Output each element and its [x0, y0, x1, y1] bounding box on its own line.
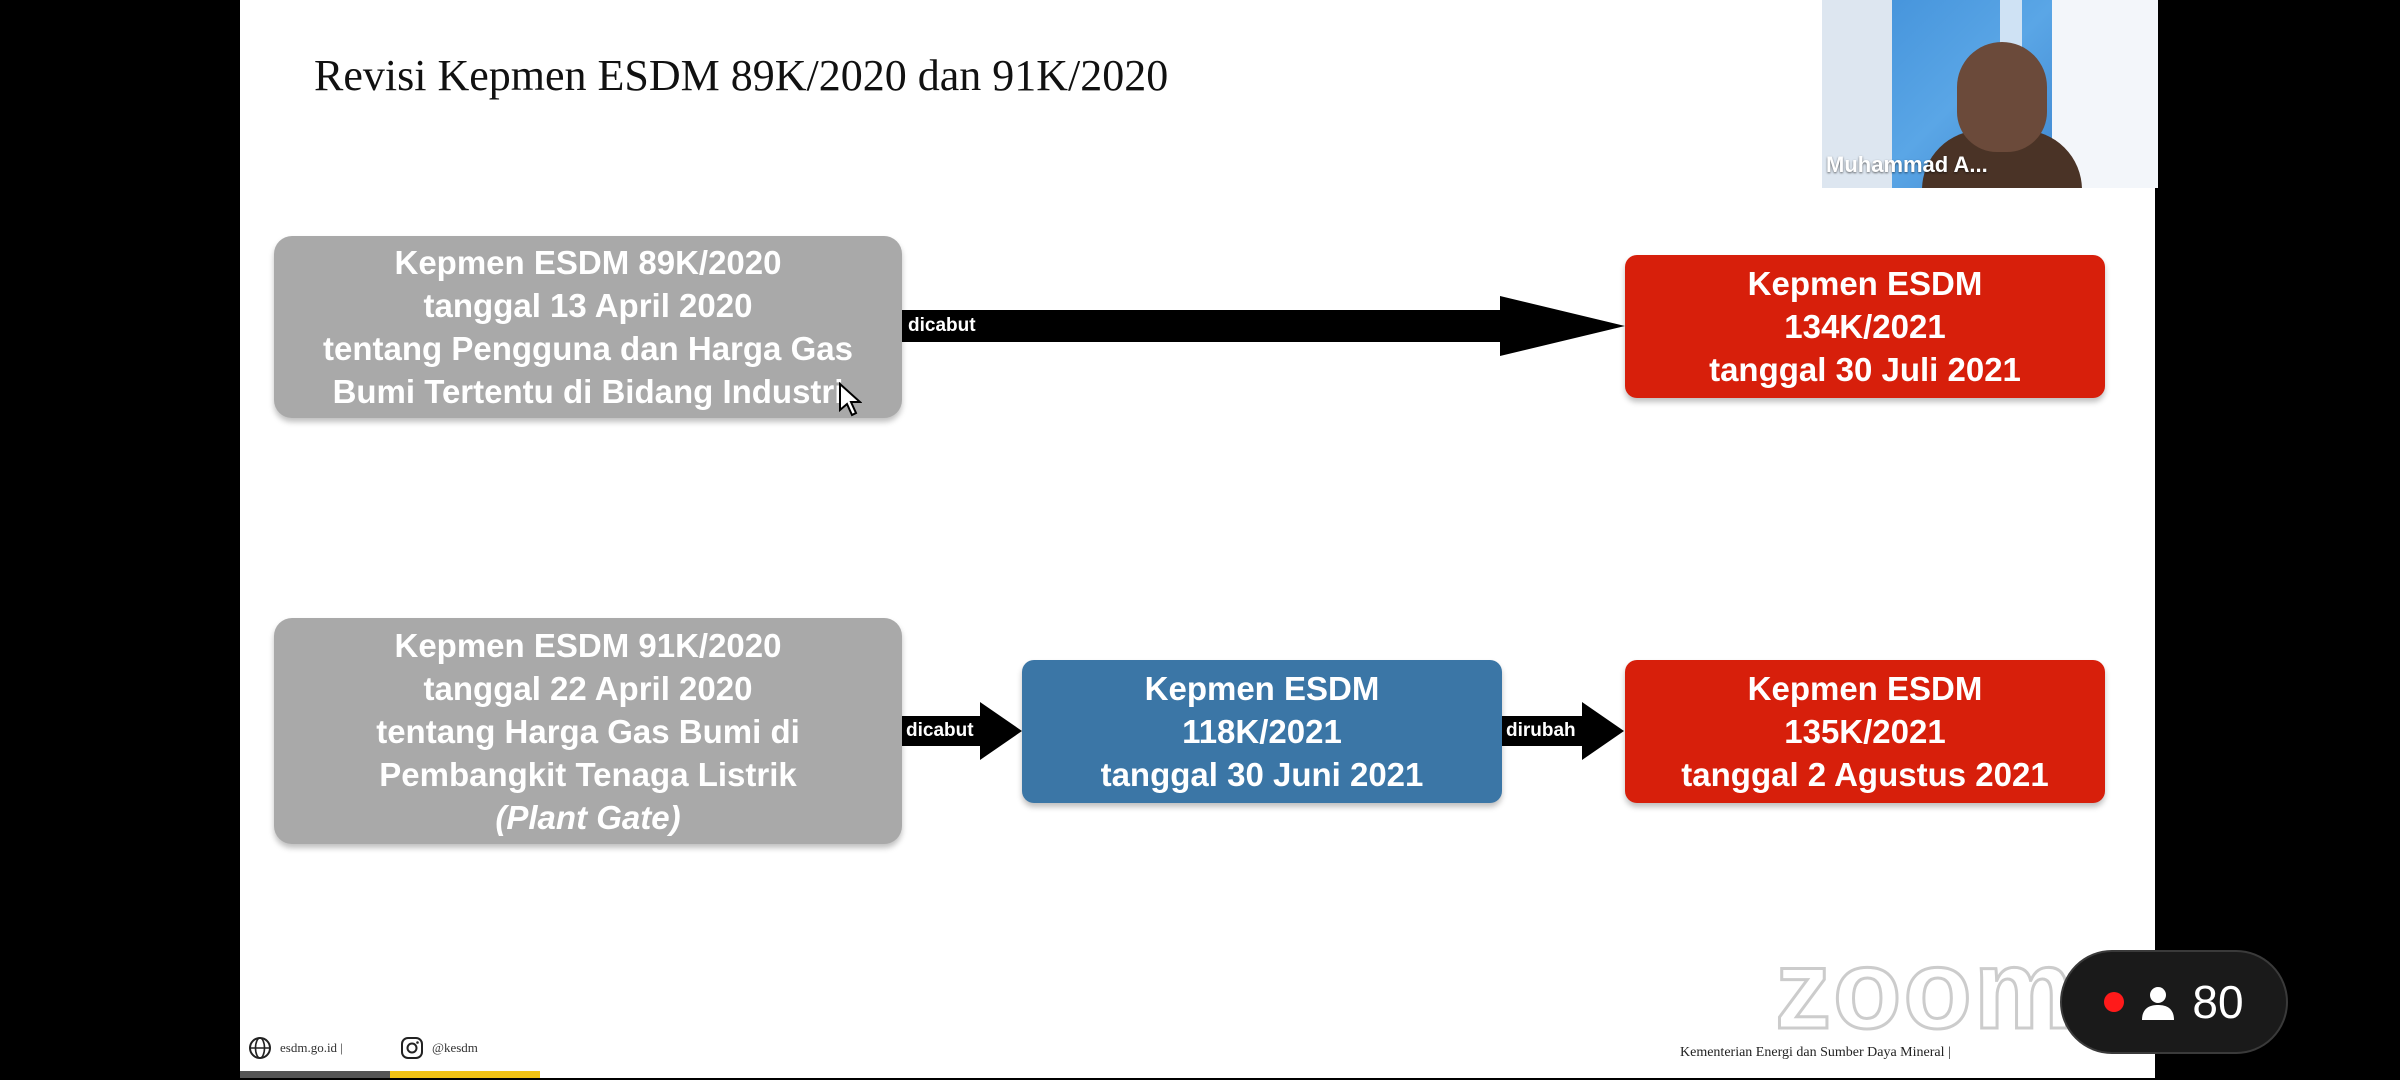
footer-website-text: esdm.go.id |: [280, 1040, 343, 1055]
arrow-89k-to-134k: [902, 296, 1625, 356]
box-134k-line-1: Kepmen ESDM: [1747, 265, 1983, 302]
arrow-label-dicabut-bottom: dicabut: [906, 720, 974, 741]
box-118k-line-2: 118K/2021: [1182, 713, 1342, 750]
flow-arrows: [902, 296, 1625, 760]
box-91k-line-3: tentang Harga Gas Bumi di: [376, 712, 800, 750]
box-118k-line-1: Kepmen ESDM: [1144, 670, 1380, 707]
box-kepmen-89k-2020: Kepmen ESDM 89K/2020 tanggal 13 April 20…: [274, 236, 902, 418]
arrow-91k-to-118k: [902, 702, 1022, 760]
footer-accent-bar: [240, 1071, 540, 1078]
box-kepmen-134k-2021: Kepmen ESDM 134K/2021 tanggal 30 Juli 20…: [1625, 255, 2105, 398]
box-135k-line-2: 135K/2021: [1784, 713, 1946, 750]
participant-video-head: [1957, 42, 2047, 152]
footer-ministry-name: Kementerian Energi dan Sumber Daya Miner…: [1680, 1045, 1951, 1060]
globe-icon: [249, 1037, 271, 1059]
footer-instagram: @kesdm: [400, 1036, 478, 1060]
box-89k-line-3: tentang Pengguna dan Harga Gas: [323, 330, 853, 367]
footer-instagram-text: @kesdm: [432, 1040, 478, 1055]
participants-button[interactable]: 80: [2060, 950, 2288, 1054]
box-91k-line-4: Pembangkit Tenaga Listrik: [379, 755, 797, 793]
box-91k-line-1: Kepmen ESDM 91K/2020: [394, 626, 782, 664]
arrow-label-dicabut-top: dicabut: [908, 315, 976, 336]
box-kepmen-118k-2021: Kepmen ESDM 118K/2021 tanggal 30 Juni 20…: [1022, 660, 1502, 803]
box-91k-line-2: tanggal 22 April 2020: [423, 669, 753, 707]
zoom-watermark: zoom: [1773, 926, 2076, 1054]
arrow-label-dirubah: dirubah: [1506, 720, 1576, 741]
arrow-118k-to-135k: [1502, 702, 1624, 760]
box-91k-line-5: (Plant Gate): [495, 798, 681, 836]
box-89k-line-1: Kepmen ESDM 89K/2020: [394, 244, 782, 281]
box-134k-line-3: tanggal 30 Juli 2021: [1709, 351, 2021, 388]
box-kepmen-135k-2021: Kepmen ESDM 135K/2021 tanggal 2 Agustus …: [1625, 660, 2105, 803]
box-134k-line-2: 134K/2021: [1784, 308, 1946, 345]
box-135k-line-1: Kepmen ESDM: [1747, 670, 1983, 707]
recording-indicator: [2104, 992, 2125, 1012]
slide-title: Revisi Kepmen ESDM 89K/2020 dan 91K/2020: [314, 51, 1169, 100]
mouse-pointer-icon: [839, 382, 862, 417]
box-135k-line-3: tanggal 2 Agustus 2021: [1681, 756, 2049, 793]
box-kepmen-91k-2020: Kepmen ESDM 91K/2020 tanggal 22 April 20…: [274, 618, 902, 844]
instagram-icon: [401, 1037, 423, 1059]
participant-name: Muhammad A...: [1826, 152, 1988, 177]
box-118k-line-3: tanggal 30 Juni 2021: [1100, 756, 1424, 793]
participant-count: 80: [2192, 976, 2244, 1028]
participant-video-tile[interactable]: Muhammad A...: [1822, 0, 2158, 188]
box-89k-line-2: tanggal 13 April 2020: [423, 287, 753, 324]
box-89k-line-4: Bumi Tertentu di Bidang Industri: [332, 373, 844, 410]
footer-website: esdm.go.id |: [248, 1036, 343, 1060]
person-icon: [2142, 987, 2175, 1020]
